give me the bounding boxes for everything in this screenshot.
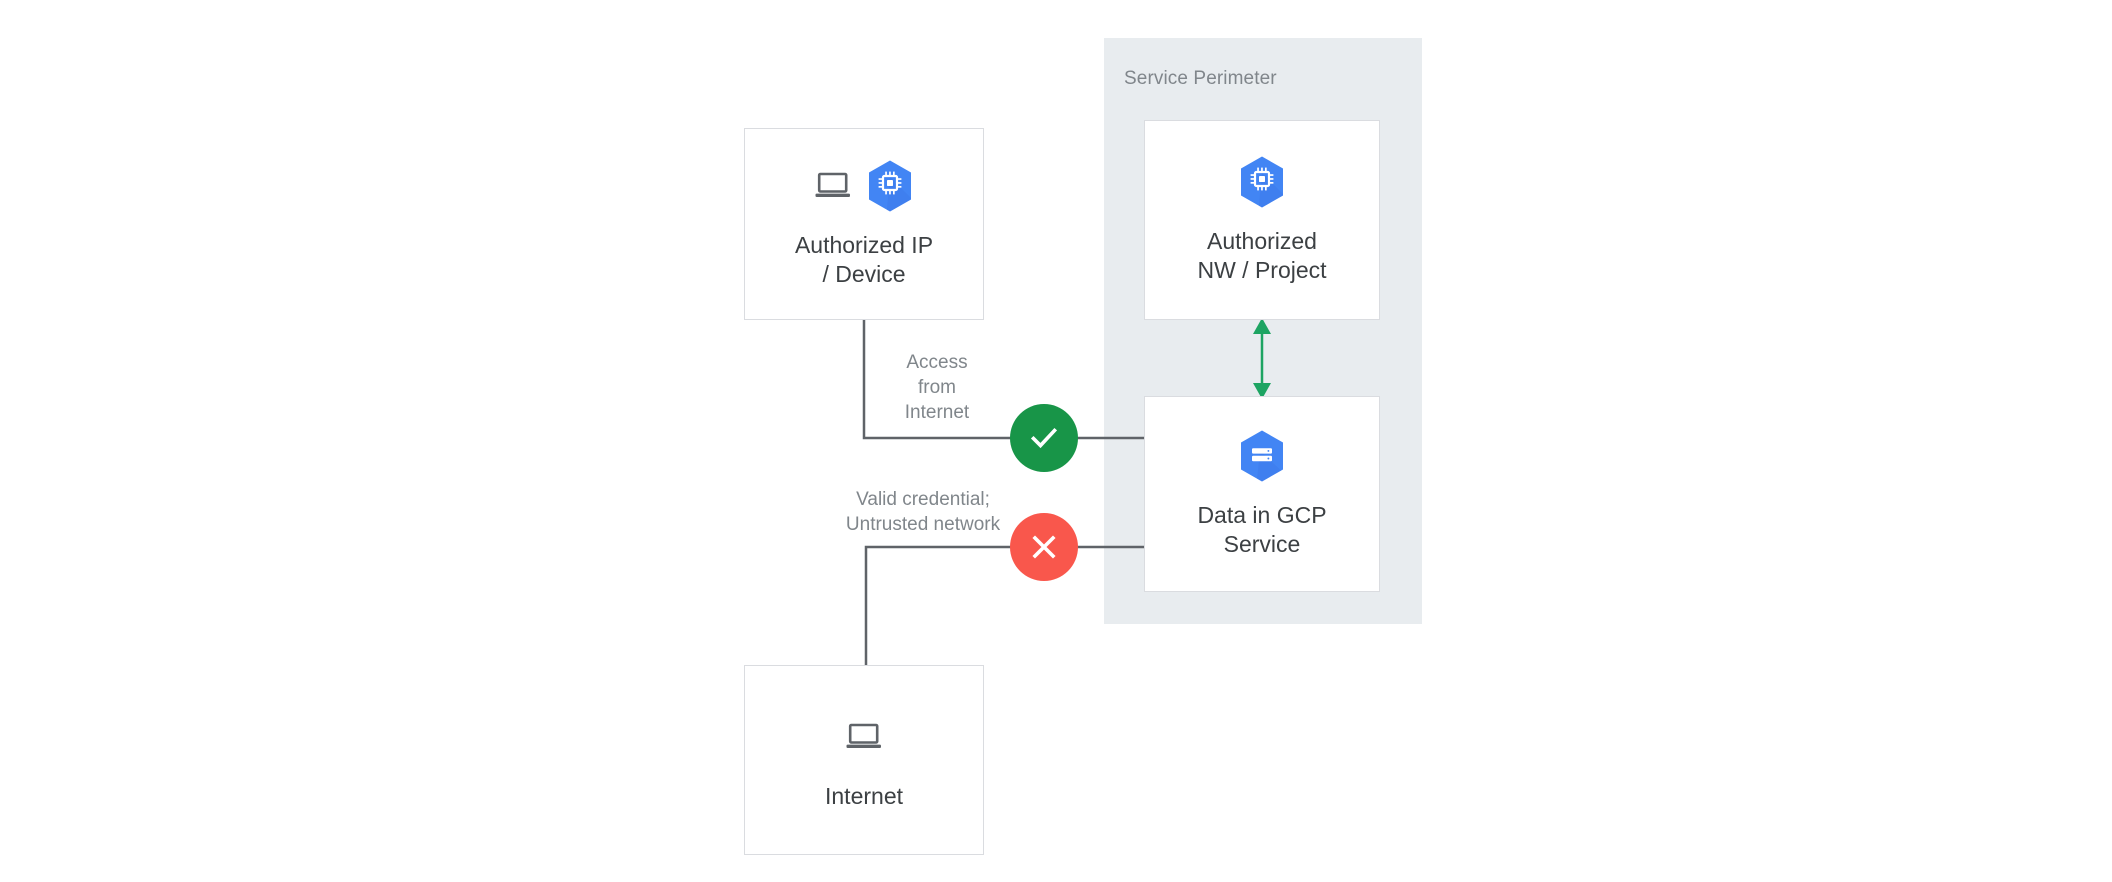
node-data-in-gcp-service[interactable]: Data in GCP Service bbox=[1144, 396, 1380, 592]
close-x-icon bbox=[1032, 535, 1056, 559]
node-label: Internet bbox=[825, 782, 903, 809]
node-authorized-nw-project[interactable]: Authorized NW / Project bbox=[1144, 120, 1380, 320]
compute-chip-hexagon-icon bbox=[1241, 156, 1283, 208]
wire-denied-path bbox=[864, 545, 1144, 665]
status-badge-denied[interactable] bbox=[1010, 513, 1078, 581]
check-icon bbox=[1030, 427, 1058, 449]
node-label: Authorized IP / Device bbox=[794, 232, 934, 287]
node-label: Authorized NW / Project bbox=[1197, 228, 1327, 283]
node-authorized-ip-device[interactable]: Authorized IP / Device bbox=[744, 128, 984, 320]
icon-row bbox=[1238, 155, 1286, 209]
edge-label-allowed-path: Access from Internet bbox=[904, 352, 970, 423]
edge-label-denied-path: Valid credential; Untrusted network bbox=[845, 489, 1001, 535]
icon-row bbox=[814, 159, 914, 213]
laptop-icon bbox=[815, 172, 850, 197]
node-internet[interactable]: Internet bbox=[744, 665, 984, 855]
status-badge-allowed[interactable] bbox=[1010, 404, 1078, 472]
service-perimeter-label: Service Perimeter bbox=[1124, 68, 1277, 89]
icon-row bbox=[1238, 429, 1286, 483]
icon-row bbox=[845, 710, 883, 764]
storage-database-hexagon-icon bbox=[1241, 430, 1283, 482]
node-label: Data in GCP Service bbox=[1197, 502, 1327, 557]
compute-chip-hexagon-icon bbox=[869, 160, 911, 212]
laptop-icon bbox=[846, 723, 881, 748]
